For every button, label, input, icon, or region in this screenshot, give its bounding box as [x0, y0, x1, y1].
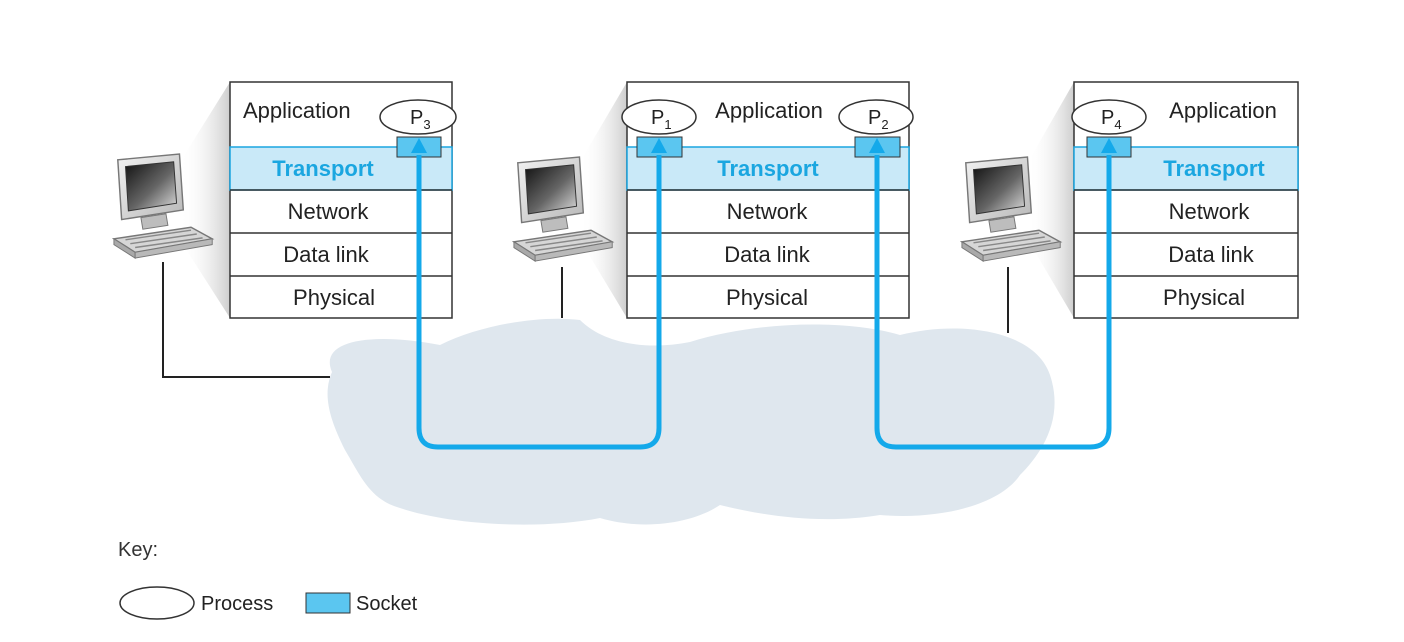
process-p1-label: P1	[651, 107, 672, 132]
host-3-beam	[1028, 82, 1074, 318]
host-1-wire	[162, 262, 330, 378]
host-1-transport-label: Transport	[272, 156, 374, 181]
process-p4-label: P4	[1101, 107, 1122, 132]
host-2-datalink-label: Data link	[724, 242, 811, 267]
host-1-datalink-label: Data link	[283, 242, 370, 267]
arrowhead-p2	[869, 138, 885, 153]
host-2-transport-label: Transport	[717, 156, 819, 181]
key-socket-label: Socket	[356, 593, 418, 615]
host-2-network-label: Network	[727, 199, 809, 224]
process-p2-label: P2	[868, 107, 889, 132]
host-2-beam	[580, 82, 627, 318]
process-p2	[838, 99, 914, 135]
host-1: Application Transport Network Data link …	[113, 81, 457, 319]
host-2-application-label: Application	[715, 98, 823, 123]
host-3: Application Transport Network Data link …	[961, 81, 1299, 319]
arrowhead-p1	[651, 138, 667, 153]
host-2-physical-label: Physical	[726, 285, 808, 310]
host-3-transport-label: Transport	[1163, 156, 1265, 181]
network-cloud	[327, 318, 1055, 525]
legend: Key: Process Socket	[118, 539, 418, 620]
host-1-beam	[180, 82, 230, 318]
connection-p2-p4	[874, 155, 1112, 450]
host-3-network-label: Network	[1169, 199, 1251, 224]
host-1-application-label: Application	[243, 98, 351, 123]
arrowhead-p4	[1101, 138, 1117, 153]
process-p3	[379, 99, 457, 135]
host-3-physical-label: Physical	[1163, 285, 1245, 310]
key-process-label: Process	[201, 593, 273, 615]
key-title: Key:	[118, 539, 158, 561]
process-p4	[1071, 99, 1147, 135]
key-socket-symbol	[305, 592, 351, 614]
host-3-application-label: Application	[1169, 98, 1277, 123]
host-1-network-label: Network	[288, 199, 370, 224]
connections	[411, 138, 1117, 450]
process-p3-label: P3	[410, 107, 431, 132]
connection-p3-p1	[416, 155, 662, 450]
host-2: Application Transport Network Data link …	[513, 81, 914, 319]
key-process-symbol	[119, 586, 195, 620]
host-1-physical-label: Physical	[293, 285, 375, 310]
host-3-datalink-label: Data link	[1168, 242, 1255, 267]
arrowhead-p3	[411, 138, 427, 153]
process-p1	[621, 99, 697, 135]
